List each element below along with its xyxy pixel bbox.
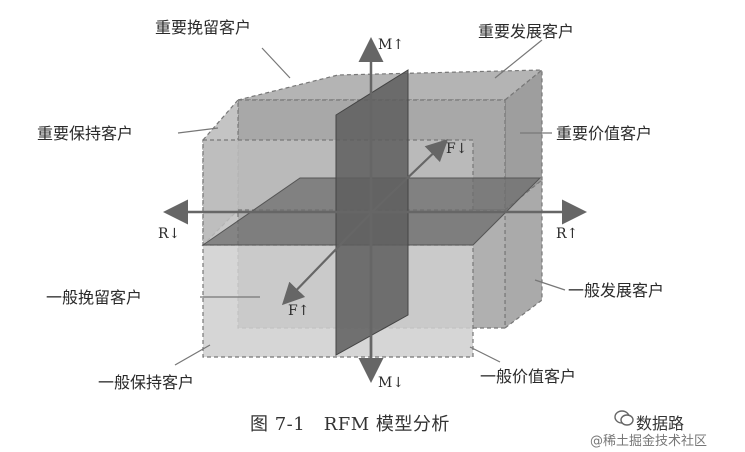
axis-label-m-down: M↓ bbox=[378, 375, 405, 391]
label-important-develop: 重要发展客户 bbox=[478, 22, 575, 41]
label-important-value: 重要价值客户 bbox=[556, 124, 653, 143]
f-axis bbox=[371, 138, 449, 213]
leader-general-value bbox=[469, 346, 501, 363]
axis-label-f-up: F↑ bbox=[288, 303, 310, 319]
leader-important-develop bbox=[494, 39, 543, 79]
axis-label-m-up: M↑ bbox=[378, 37, 405, 53]
leader-general-keep bbox=[174, 344, 211, 366]
label-general-value: 一般价值客户 bbox=[480, 367, 577, 386]
watermark-site: @稀土掘金技术社区 bbox=[590, 434, 708, 449]
label-general-develop: 一般发展客户 bbox=[568, 281, 665, 300]
leader-general-develop bbox=[534, 279, 566, 291]
figure-caption: 图 7-1 RFM 模型分析 bbox=[250, 414, 450, 435]
label-important-keep: 重要保持客户 bbox=[37, 124, 134, 143]
label-general-retain: 一般挽留客户 bbox=[46, 288, 143, 307]
watermark-account: 数据路 bbox=[636, 414, 685, 433]
axis-label-r-down: R↓ bbox=[158, 226, 181, 242]
wechat-icon bbox=[614, 410, 634, 426]
leader-important-retain bbox=[261, 47, 291, 79]
axis-label-r-up: R↑ bbox=[556, 226, 579, 242]
leader-important-keep bbox=[177, 127, 219, 134]
axis-label-f-down: F↓ bbox=[446, 141, 468, 157]
cube-bottom-right bbox=[473, 328, 505, 357]
label-important-retain: 重要挽留客户 bbox=[155, 18, 252, 37]
f-axis-front bbox=[281, 211, 373, 306]
label-general-keep: 一般保持客户 bbox=[98, 373, 195, 392]
